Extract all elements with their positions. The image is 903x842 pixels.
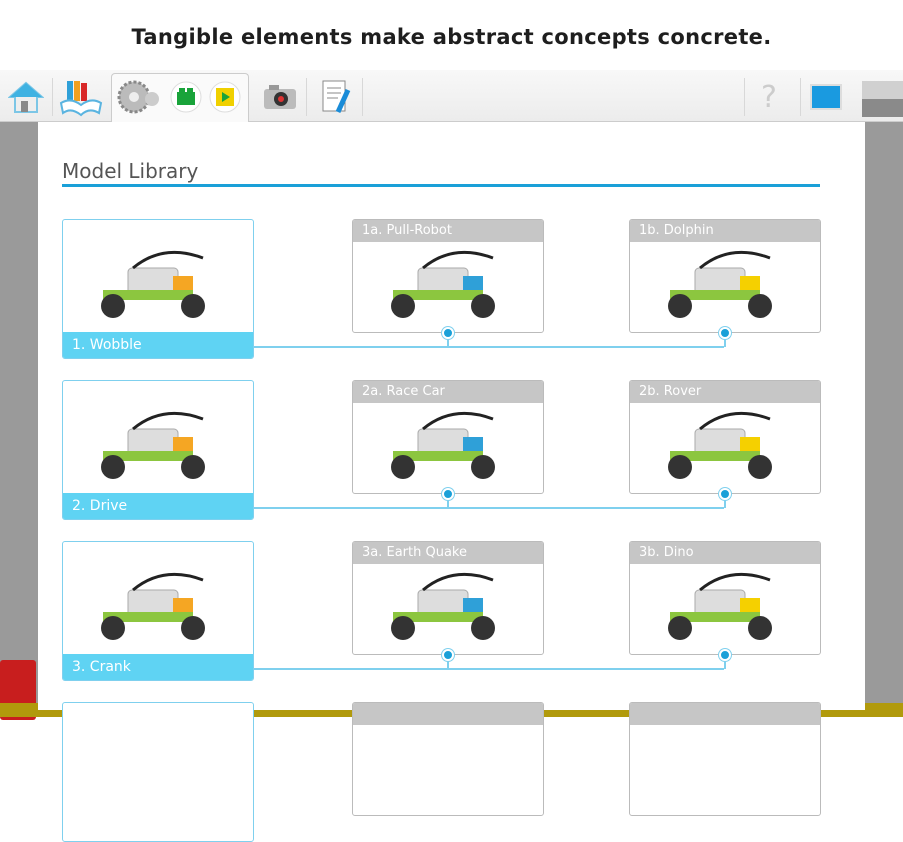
connector-line [447,655,449,669]
model-label: 2. Drive [63,493,253,519]
connector-line [447,333,449,347]
connector-line [254,507,724,509]
connector-line [254,668,724,670]
connector-line [724,333,726,347]
model-library-panel: Model Library 1. Wobble 1a. Pull-Robot 1… [38,122,865,842]
model-card-main[interactable]: 2. Drive [62,380,254,520]
model-image [668,411,772,479]
screen-icon[interactable] [806,76,846,118]
model-label: 3b. Dino [630,542,820,564]
model-image [668,572,772,640]
model-image [391,250,495,318]
green-brick-icon[interactable] [168,76,204,118]
model-card-b[interactable]: 3b. Dino [629,541,821,655]
caption: Tangible elements make abstract concepts… [0,0,903,70]
gears-icon[interactable] [116,76,160,118]
title-underline [62,184,820,187]
model-card-a[interactable] [352,702,544,816]
connector-node [719,649,731,661]
camera-icon[interactable] [260,76,300,118]
library-book-icon[interactable] [58,76,104,118]
model-label: 3. Crank [63,654,253,680]
connector-line [724,494,726,508]
toolbar: ? [0,70,903,123]
model-card-b[interactable]: 1b. Dolphin [629,219,821,333]
model-label: 1. Wobble [63,332,253,358]
model-image [101,250,205,318]
model-card-main[interactable]: 3. Crank [62,541,254,681]
model-image [101,411,205,479]
connector-node [719,327,731,339]
model-card-a[interactable]: 2a. Race Car [352,380,544,494]
model-image [391,572,495,640]
connector-node [442,488,454,500]
model-card-a[interactable]: 1a. Pull-Robot [352,219,544,333]
model-label: 3a. Earth Quake [353,542,543,564]
model-image [101,572,205,640]
connector-node [719,488,731,500]
model-label: 2a. Race Car [353,381,543,403]
help-icon[interactable]: ? [761,79,777,115]
grey-square-icon[interactable] [862,78,903,120]
connector-line [254,346,724,348]
model-card-a[interactable]: 3a. Earth Quake [352,541,544,655]
model-label: 1b. Dolphin [630,220,820,242]
model-card-main[interactable] [62,702,254,842]
model-card-b[interactable] [629,702,821,816]
model-card-b[interactable]: 2b. Rover [629,380,821,494]
document-pencil-icon[interactable] [316,76,356,118]
connector-line [724,655,726,669]
connector-node [442,649,454,661]
model-image [391,411,495,479]
model-card-main[interactable]: 1. Wobble [62,219,254,359]
model-label: 1a. Pull-Robot [353,220,543,242]
model-label: 2b. Rover [630,381,820,403]
home-icon[interactable] [6,76,46,118]
page-title: Model Library [62,159,199,183]
connector-node [442,327,454,339]
model-image [668,250,772,318]
connector-line [447,494,449,508]
play-icon[interactable] [207,76,243,118]
